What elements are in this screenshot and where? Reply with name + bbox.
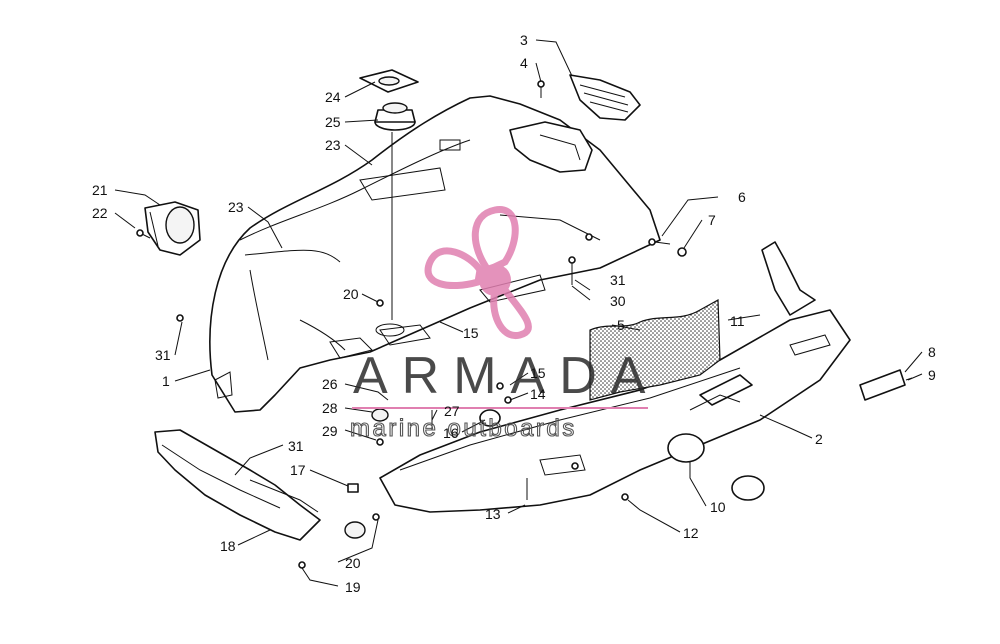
- callout-26: 26: [322, 376, 338, 392]
- callout-4: 4: [520, 55, 528, 71]
- reflector-part: [859, 369, 906, 401]
- boot-cover-part: [144, 201, 201, 256]
- callout-19: 19: [345, 579, 361, 595]
- callout-20-top: 20: [343, 286, 359, 302]
- callout-3: 3: [520, 32, 528, 48]
- watermark: ARMADA marine outboards: [349, 206, 659, 443]
- side-vent-part: [569, 74, 641, 121]
- callout-24: 24: [325, 89, 341, 105]
- front-nose-part: [154, 429, 321, 541]
- callout-25: 25: [325, 114, 341, 130]
- callout-7: 7: [708, 212, 716, 228]
- upper-bracket-part: [509, 121, 593, 173]
- callout-1: 1: [162, 373, 170, 389]
- callout-22: 22: [92, 205, 108, 221]
- fastener-set: [136, 80, 913, 569]
- callout-18: 18: [220, 538, 236, 554]
- callout-6: 6: [738, 189, 746, 205]
- callout-28: 28: [322, 400, 338, 416]
- insulation-pad-part: [589, 298, 721, 401]
- callout-8: 8: [928, 344, 936, 360]
- callout-31-mid: 31: [610, 272, 626, 288]
- callout-21: 21: [92, 182, 108, 198]
- leader-lines: [114, 39, 923, 587]
- callout-15-lower: 15: [530, 365, 546, 381]
- callout-5: 5: [617, 317, 625, 333]
- callout-20-low: 20: [345, 555, 361, 571]
- callout-27: 27: [444, 403, 460, 419]
- callout-30: 30: [610, 293, 626, 309]
- callout-31-low: 31: [288, 438, 304, 454]
- propeller-logo-icon: [424, 206, 532, 339]
- plug-cap-part: [731, 475, 765, 501]
- gasket-plate-part: [359, 69, 419, 93]
- callout-14: 14: [530, 386, 546, 402]
- callout-23-top: 23: [325, 137, 341, 153]
- callout-16: 16: [443, 425, 459, 441]
- callout-29: 29: [322, 423, 338, 439]
- callout-11: 11: [730, 313, 745, 329]
- callout-13: 13: [485, 506, 501, 522]
- watermark-tagline: marine outboards: [350, 415, 577, 442]
- callout-31-left: 31: [155, 347, 171, 363]
- callout-2: 2: [815, 431, 823, 447]
- callout-12: 12: [683, 525, 699, 541]
- callout-15-upper: 15: [463, 325, 479, 341]
- lower-bumper-part: [379, 309, 851, 513]
- callout-9: 9: [928, 367, 936, 383]
- right-bracket-part: [761, 241, 816, 316]
- callout-17: 17: [290, 462, 306, 478]
- callout-10: 10: [710, 499, 726, 515]
- grommet-boot-part: [374, 102, 416, 131]
- callout-23-left: 23: [228, 199, 244, 215]
- watermark-brand: ARMADA: [353, 347, 659, 405]
- callout-labels: 3 4 24 25 23 21 22 23 20 31 1 6 7 31 30 …: [92, 32, 936, 595]
